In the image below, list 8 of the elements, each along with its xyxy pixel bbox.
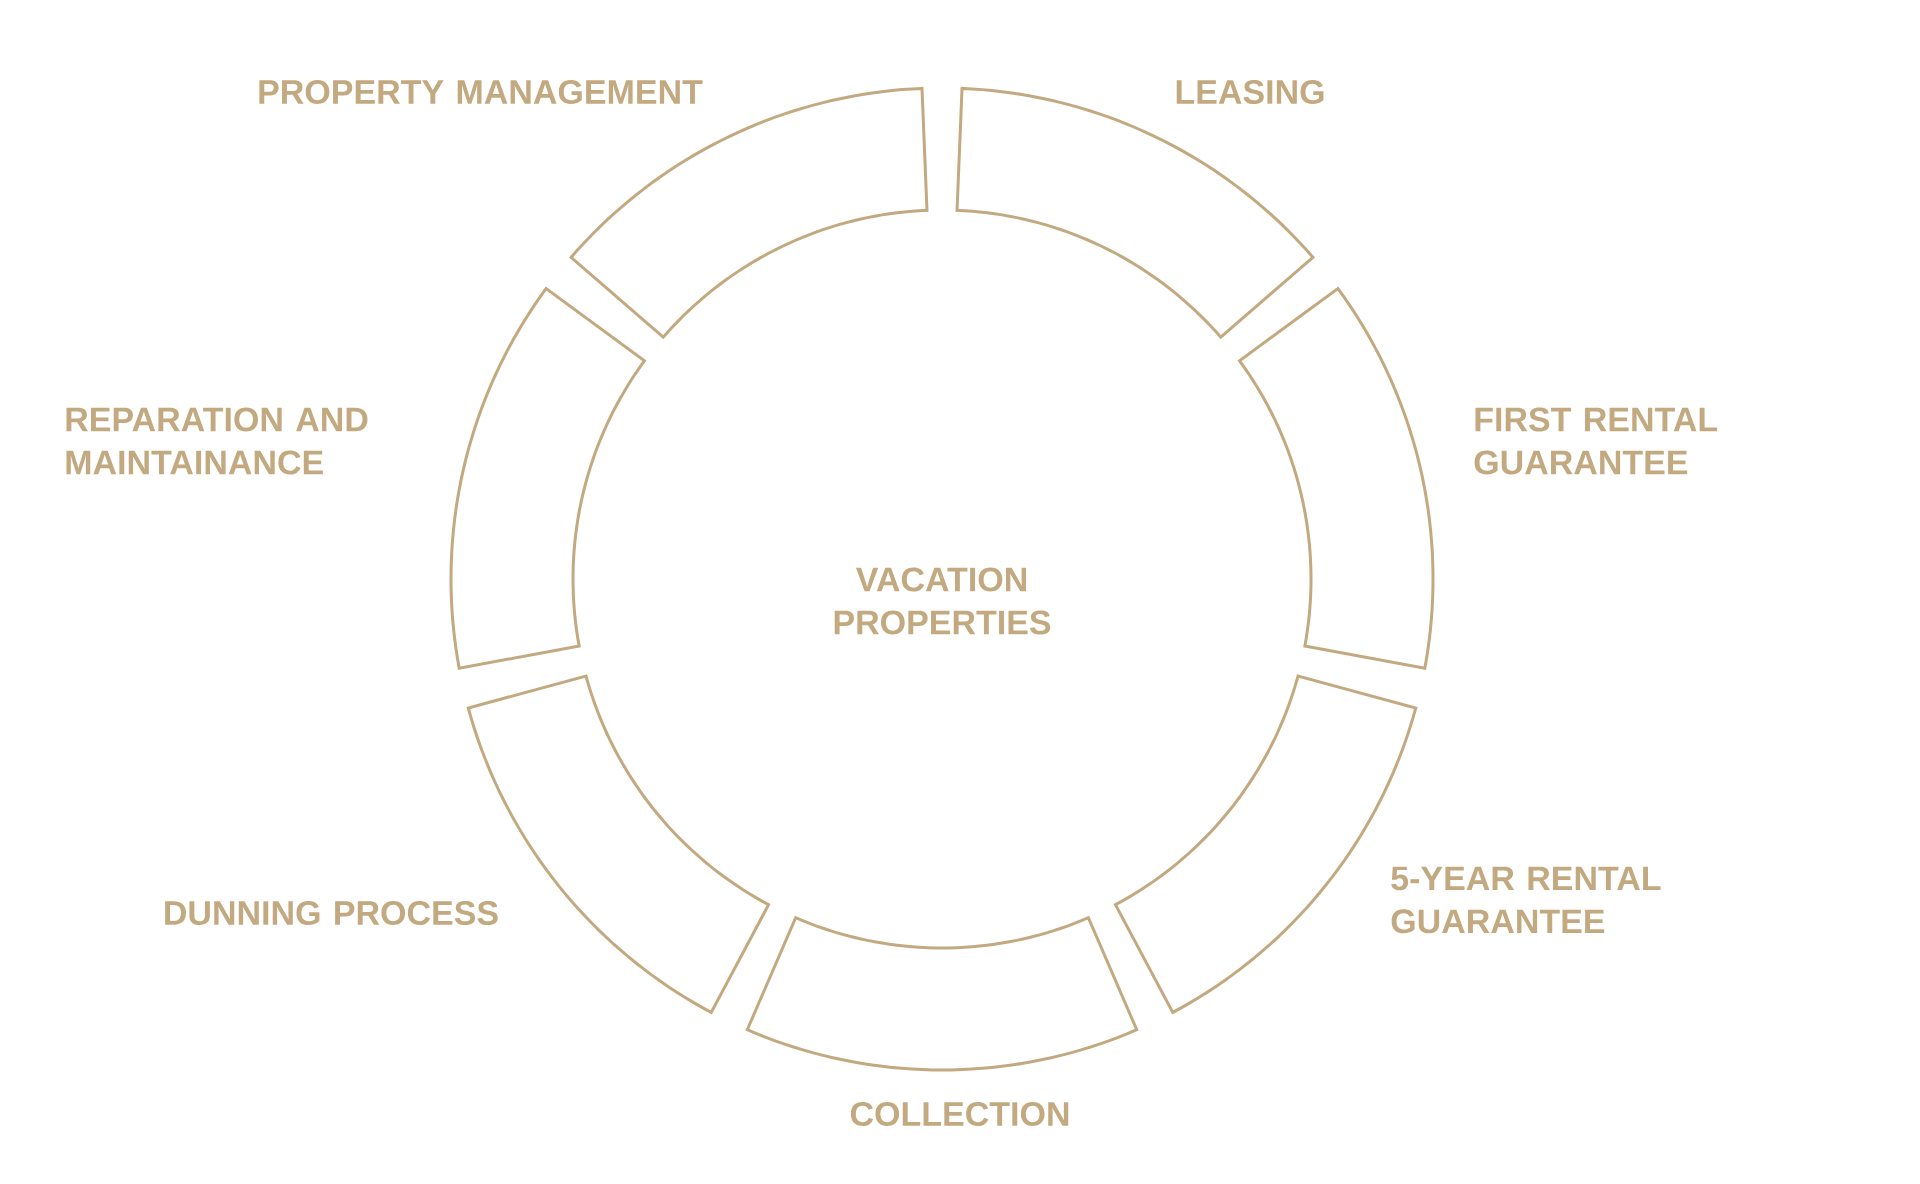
segment-label: REPARATION AND MAINTAINANCE: [66, 407, 368, 475]
center-label: VACATION PROPERTIES: [834, 567, 1051, 635]
segment-label: 5-YEAR RENTAL GUARANTEE: [1391, 866, 1661, 934]
segment-label: FIRST RENTAL GUARANTEE: [1474, 407, 1718, 475]
segment-label: DUNNING PROCESS: [165, 900, 498, 926]
segment-label: LEASING: [1176, 79, 1324, 104]
segment-label: PROPERTY MANAGEMENT: [259, 79, 703, 104]
segment-label: COLLECTION: [850, 1101, 1069, 1127]
